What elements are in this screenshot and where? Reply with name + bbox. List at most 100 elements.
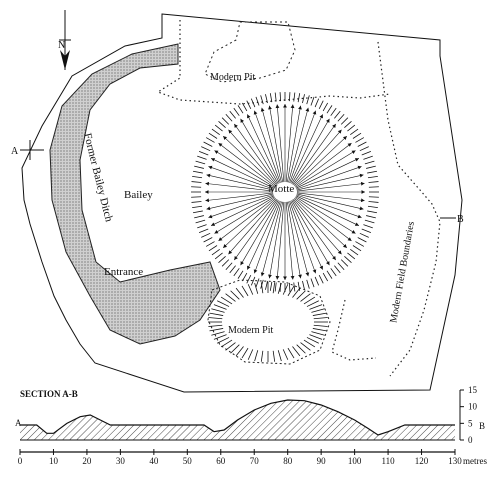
pit-hachure-tick	[277, 282, 282, 294]
pit-hachure-tick	[300, 342, 311, 351]
motte-outer-tick	[218, 256, 226, 264]
motte-hachure-head	[361, 190, 365, 194]
motte-outer-tick	[330, 268, 337, 277]
motte-outer-tick	[197, 155, 207, 160]
motte-hachure-head	[312, 269, 317, 274]
x-tick-label: 70	[250, 456, 260, 466]
motte-hachure-line	[294, 197, 352, 242]
motte-outer-tick	[364, 160, 375, 165]
motte-outer-tick	[229, 110, 236, 119]
motte-hachure-line	[206, 174, 274, 191]
pit-hachure-tick	[272, 350, 276, 362]
x-tick-label: 90	[317, 456, 327, 466]
motte-outer-tick	[288, 92, 291, 102]
motte-outer-tick	[368, 201, 379, 203]
motte-hachure-line	[269, 105, 283, 183]
motte-hachure-head	[214, 230, 219, 234]
bailey-label: Bailey	[124, 189, 153, 201]
motte-hachure-line	[290, 114, 323, 184]
pit-hachure-tick	[225, 342, 236, 351]
motte-outer-tick	[246, 100, 252, 110]
motte-outer-tick	[363, 224, 373, 229]
motte-hachure-line	[294, 142, 352, 187]
pit-hachure-tick	[209, 328, 224, 332]
motte-outer-tick	[340, 117, 349, 125]
x-tick-label: 130	[448, 456, 462, 466]
motte-outer-tick	[195, 219, 206, 224]
motte-hachure-head	[337, 129, 342, 134]
motte-outer-tick	[208, 245, 218, 252]
motte-hachure-head	[275, 104, 280, 109]
motte-hachure-line	[285, 201, 294, 280]
pit-hachure-tick	[235, 346, 244, 357]
motte-outer-tick	[293, 282, 296, 292]
motte-hachure-line	[208, 194, 274, 218]
point-a-label: A	[11, 146, 19, 157]
motte-hachure-line	[289, 110, 316, 183]
motte-outer-tick	[334, 265, 341, 274]
pit-hachure-tick	[209, 312, 224, 316]
motte-hachure-line	[292, 199, 336, 261]
motte-hachure-head	[342, 244, 347, 248]
motte-outer-tick	[246, 274, 252, 284]
motte-outer-tick	[214, 252, 223, 260]
motte-hachure-head	[283, 104, 287, 108]
pit-hachure-tick	[296, 344, 306, 354]
motte-hachure-head	[218, 237, 223, 241]
motte-hachure-head	[275, 275, 280, 280]
motte-hachure-head	[360, 198, 365, 203]
motte-outer-tick	[208, 132, 218, 139]
motte-outer-tick	[337, 262, 345, 270]
motte-hachure-head	[205, 181, 210, 186]
motte-hachure-line	[287, 201, 301, 279]
pit-hachure-tick	[225, 293, 236, 302]
pit-hachure-tick	[241, 285, 249, 297]
pit-hachure-tick	[306, 300, 319, 307]
motte-outer-tick	[293, 92, 296, 102]
x-tick-label: 30	[116, 456, 126, 466]
field-boundaries-label: Modern Field Boundaries	[388, 221, 417, 324]
section-x-unit: metres	[463, 456, 487, 466]
motte-outer-tick	[318, 100, 324, 110]
motte-hachure-line	[289, 201, 316, 274]
motte-hachure-head	[354, 158, 359, 162]
motte-outer-tick	[357, 237, 367, 243]
motte-outer-tick	[344, 120, 352, 128]
pit-hachure-tick	[241, 347, 249, 359]
motte-hachure-head	[290, 104, 295, 109]
motte-outer-tick	[306, 279, 310, 289]
motte-hachure-line	[276, 201, 285, 280]
motte-outer-tick	[367, 175, 378, 179]
motte-hachure-line	[208, 166, 274, 190]
motte-outer-tick	[241, 102, 248, 112]
motte-hachure-line	[295, 196, 356, 234]
motte-outer-tick	[237, 105, 244, 114]
pit-hachure-tick	[303, 296, 316, 305]
motte-outer-tick	[205, 137, 215, 143]
motte-hachure-head	[326, 118, 330, 123]
motte-outer-tick	[195, 160, 206, 165]
motte-outer-tick	[334, 110, 341, 119]
motte-hachure-line	[294, 135, 348, 186]
pit-hachure-tick	[312, 312, 327, 316]
motte-outer-tick	[344, 256, 352, 264]
motte-hachure-line	[254, 201, 281, 274]
motte-hachure-head	[359, 173, 364, 178]
motte-hachure-head	[205, 190, 209, 194]
motte-outer-tick	[337, 114, 345, 122]
motte-outer-tick	[350, 248, 359, 256]
motte-hachure-head	[214, 150, 219, 154]
motte-outer-tick	[322, 272, 329, 282]
motte-hachure-head	[305, 272, 310, 277]
motte-hachure-line	[288, 107, 309, 183]
motte-outer-tick	[229, 265, 236, 274]
motte-hachure-head	[332, 256, 336, 261]
motte-hachure-line	[234, 123, 278, 185]
motte-outer-tick	[269, 281, 273, 291]
motte-outer-tick	[191, 181, 202, 183]
motte-hachure-head	[298, 274, 302, 279]
x-tick-label: 60	[216, 456, 226, 466]
motte-outer-tick	[225, 114, 233, 122]
motte-hachure-head	[283, 276, 287, 280]
